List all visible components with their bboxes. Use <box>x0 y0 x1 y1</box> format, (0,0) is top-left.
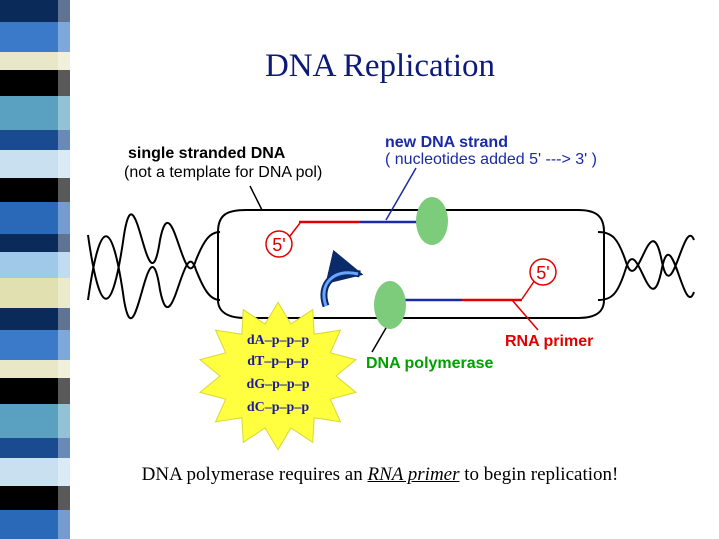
dna-polymerase-top <box>416 197 448 245</box>
nucleotides-added-label: ( nucleotides added 5' ---> 3' ) <box>385 151 597 168</box>
slide-title: DNA Replication <box>264 48 496 84</box>
dna-polymerase-bottom <box>374 281 406 329</box>
nucleotide-dc: dC–p–p–p <box>247 400 309 415</box>
rna-primer-leader <box>511 299 539 331</box>
polymerase-leader <box>371 327 387 353</box>
five-prime-bottom-leader <box>521 279 536 300</box>
nucleotide-dt: dT–p–p–p <box>247 354 309 369</box>
single-stranded-label: single stranded DNA <box>128 145 286 162</box>
decorative-stripe <box>0 0 70 539</box>
caption-after: to begin replication! <box>459 464 619 485</box>
new-strand-label: new DNA strand <box>385 134 508 151</box>
nucleotide-dg: dG–p–p–p <box>246 377 309 392</box>
dna-polymerase-label: DNA polymerase <box>366 355 494 372</box>
five-prime-bottom-circle <box>529 258 557 286</box>
caption-emphasis: RNA primer <box>367 464 460 485</box>
nucleotide-pool-star <box>198 301 358 451</box>
not-template-label: (not a template for DNA pol) <box>124 164 322 181</box>
five-prime-bottom-label: 5' <box>536 263 549 283</box>
nucleotide-da: dA–p–p–p <box>247 333 309 348</box>
rna-primer-label: RNA primer <box>505 333 593 350</box>
lower-strand <box>217 299 605 319</box>
upper-strand <box>217 209 605 233</box>
caption: DNA polymerase requires an RNA primer to… <box>90 464 670 486</box>
five-prime-top-label: 5' <box>272 235 285 255</box>
right-helix <box>597 231 695 301</box>
five-prime-top-leader <box>289 222 301 237</box>
caption-before: DNA polymerase requires an <box>141 464 368 485</box>
single-strand-leader <box>249 185 263 211</box>
left-helix <box>87 213 221 320</box>
five-prime-top-circle <box>265 230 293 258</box>
incoming-nucleotide-arrow <box>320 249 364 308</box>
new-strand-leader <box>385 167 417 221</box>
